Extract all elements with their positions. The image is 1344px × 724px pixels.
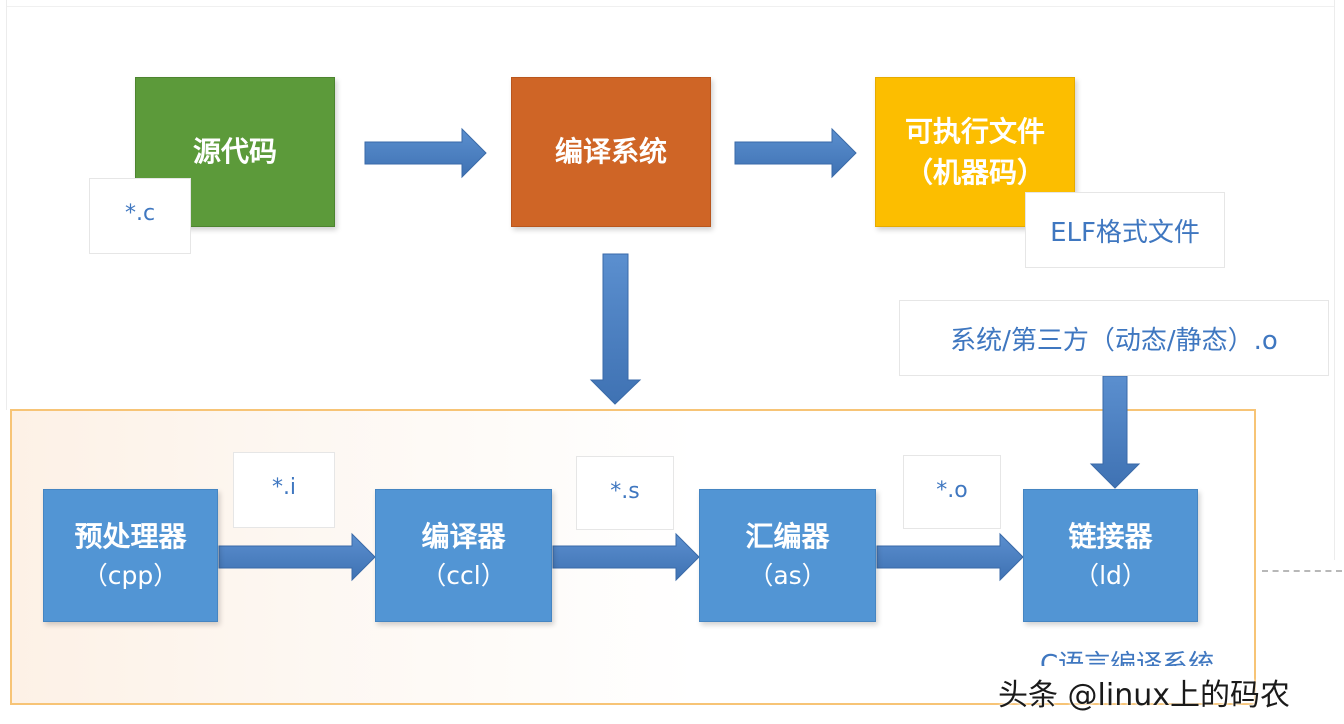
arrow-libraries-to-linker (1089, 375, 1141, 489)
machine-code-label: （机器码） (904, 155, 1045, 189)
stage-preprocessor-box: 预处理器 （cpp） (43, 489, 218, 622)
stage-name: 汇编器 (745, 520, 830, 554)
stage-compiler-box: 编译器 （ccl） (375, 489, 552, 622)
intermediate-i-label: *.i (271, 475, 297, 500)
intermediate-i-tag: *.i (233, 452, 335, 528)
elf-format-label: ELF格式文件 (1050, 217, 1200, 248)
frame-top-border (6, 6, 1334, 7)
stage-tool: （cpp） (82, 560, 179, 590)
watermark-text: 头条 @linux上的码农 (998, 678, 1290, 713)
stage-name: 编译器 (421, 520, 506, 554)
intermediate-o-label: *.o (936, 478, 968, 503)
compile-system-label: 编译系统 (554, 134, 667, 168)
arrow-compile-down (589, 253, 642, 405)
intermediate-s-label: *.s (610, 479, 640, 504)
source-ext-label: *.c (124, 201, 156, 226)
arrow-source-to-compile (364, 127, 487, 179)
intermediate-o-tag: *.o (903, 455, 1001, 529)
frame-right-border (1334, 0, 1335, 560)
intermediate-s-tag: *.s (576, 456, 674, 530)
stage-tool: （as） (748, 560, 827, 590)
arrow-cpp-to-ccl (218, 532, 376, 582)
stage-assembler-box: 汇编器 （as） (699, 489, 876, 622)
stage-name: 链接器 (1068, 520, 1153, 554)
stage-tool: （ccl） (421, 560, 506, 590)
source-code-label: 源代码 (192, 134, 277, 168)
stage-name: 预处理器 (74, 520, 187, 554)
region-label: C语言编译系统 (1040, 650, 1215, 666)
arrow-as-to-ld (876, 532, 1024, 582)
libraries-tag: 系统/第三方（动态/静态）.o (899, 300, 1329, 376)
arrow-ccl-to-as (552, 532, 700, 582)
stage-tool: （ld） (1074, 560, 1147, 590)
executable-label: 可执行文件 (904, 115, 1045, 148)
elf-format-tag: ELF格式文件 (1025, 192, 1225, 268)
dashed-divider (1262, 570, 1342, 572)
frame-left-border (6, 0, 7, 410)
compile-system-box: 编译系统 (511, 77, 711, 227)
stage-linker-box: 链接器 （ld） (1023, 489, 1198, 622)
libraries-label: 系统/第三方（动态/静态）.o (950, 325, 1278, 356)
arrow-compile-to-executable (734, 127, 857, 179)
source-ext-tag: *.c (89, 178, 191, 254)
